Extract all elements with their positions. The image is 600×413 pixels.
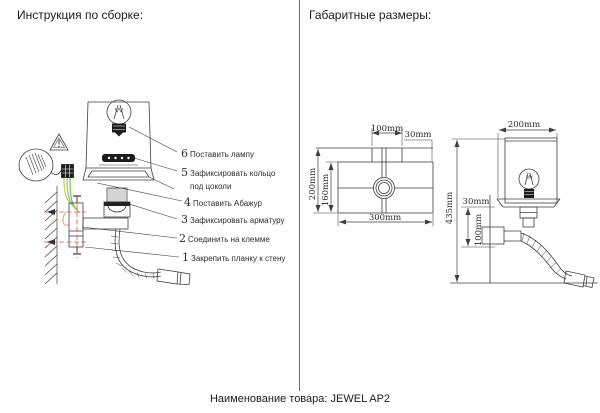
panel-divider [299,0,300,391]
dim-side-wall-gap: 30mm [463,197,490,207]
step-number: 2 [179,232,186,245]
wire-green [69,177,81,214]
assembly-step-5: 5 Зафиксировать кольцо под цоколи [181,166,287,193]
step-number: 5 [181,166,188,179]
product-name-value: JEWEL AP2 [330,393,391,405]
assembly-step-1: 1 Закрепить планку к стену [182,251,285,265]
dimension-labels: 100mm 30mm 200mm 160mm 300mm 200mm 435mm… [308,120,540,246]
assembly-step-6: 6 Поставить лампу [181,147,254,161]
dim-side-total-height: 435mm [445,192,455,224]
step-text: Поставить лампу [190,150,254,159]
light-bulb-icon [106,99,132,137]
step-text: Поставить Абажур [193,199,262,208]
step-text: Соединить на клемме [188,235,270,244]
step-number: 3 [181,213,188,226]
leader-lines [81,126,183,258]
assembly-diagram [18,99,191,285]
assembly-step-2: 2 Соединить на клемме [179,232,270,246]
step-number: 1 [182,251,189,264]
assembly-step-4: 4 Поставить Абажур [184,196,262,210]
step-number: 4 [184,196,191,209]
socket-ring-drawing [102,154,135,162]
dim-side-arm-drop: 100mm [474,214,484,246]
arrow-left-bottom [47,239,55,245]
terminal-block-drawing [61,164,74,178]
wires [62,177,81,226]
right-panel-title: Габаритные размеры: [309,8,432,22]
socket-armature-drawing [103,187,131,218]
step-number: 6 [181,147,188,160]
assembly-step-3: 3 Зафиксировать арматуру [181,213,284,227]
product-name-label: Наименование товара: [209,393,328,405]
centerlines [44,197,86,258]
wall-hatching [44,186,58,285]
step-text: Закрепить планку к стену [191,254,286,263]
lamp-shade-drawing [82,101,155,181]
warning-triangle-icon [49,133,69,151]
product-name-row: Наименование товара: JEWEL AP2 [0,393,600,405]
front-view-drawing [313,128,434,226]
dim-side-shade-width: 200mm [508,120,540,130]
step-text: Зафиксировать кольцо под цоколи [190,169,276,191]
side-view-drawing [450,127,598,288]
left-panel-title: Инструкция по сборке: [17,8,144,22]
dim-front-shade-height: 200mm [308,168,318,200]
dim-front-shade-width: 300mm [369,213,401,223]
step-text: Зафиксировать арматуру [190,216,285,225]
dimension-drawings [313,127,598,288]
label-tag-drawing [18,148,62,182]
dim-front-inner-height: 160mm [321,174,331,206]
arrow-left-top [47,209,55,215]
wire-orange [62,211,70,226]
dim-front-rim-height: 30mm [405,130,432,140]
side-bulb-icon [518,168,540,198]
gooseneck-arm-drawing [110,228,191,285]
dim-front-bracket-width: 100mm [371,124,403,134]
